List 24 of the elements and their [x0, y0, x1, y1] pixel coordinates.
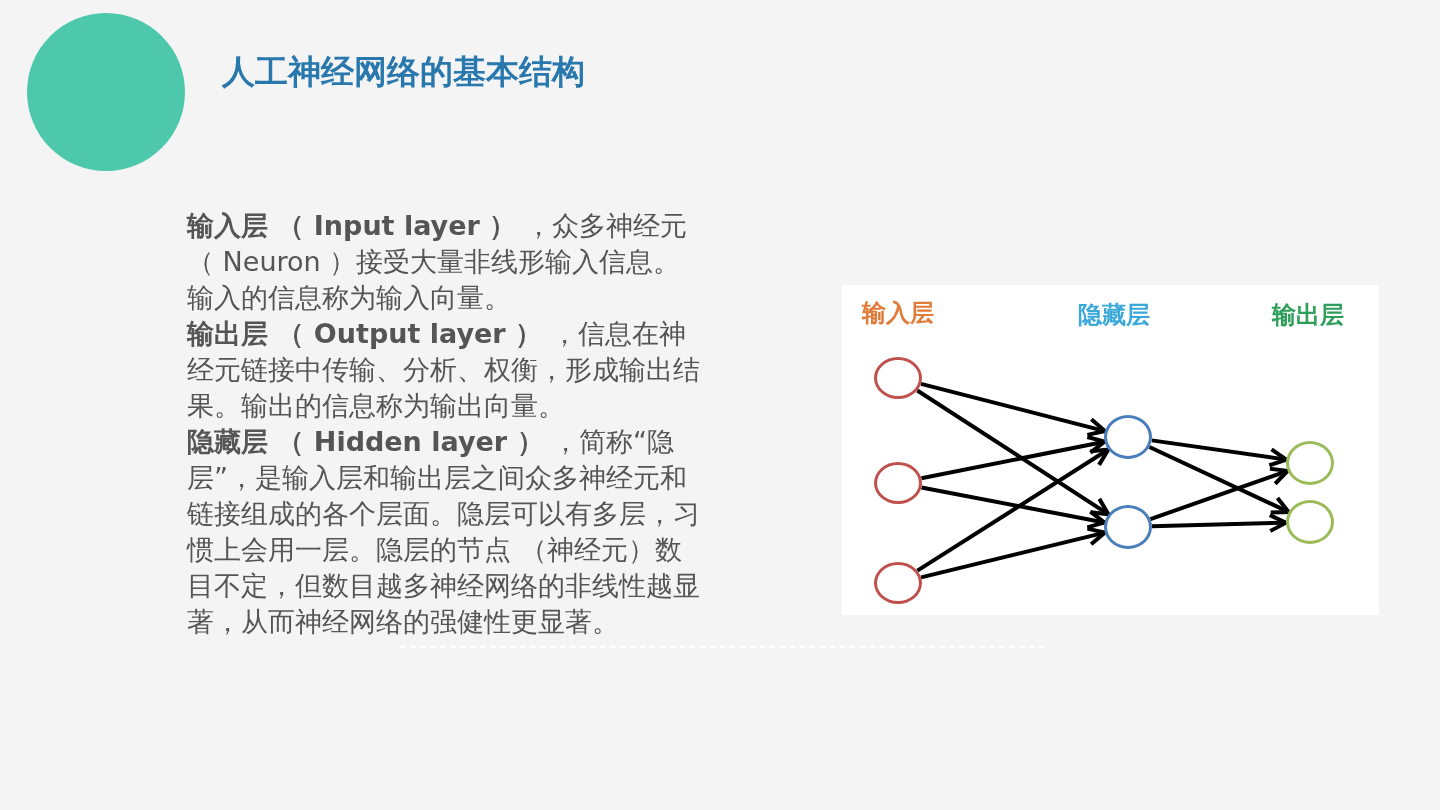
arrow [1151, 513, 1288, 534]
neuron-circle [1104, 415, 1152, 459]
layer-heading: 输出层 [1272, 300, 1344, 331]
arrow [921, 485, 1107, 530]
neuron-circle [874, 462, 922, 504]
text-paragraph: 隐藏层 （ Hidden layer ） ，简称“隐层”，是输入层和输出层之间众多神经元和链接组成的各个层面。隐层可以有多层，习惯上会用一层。隐层的节点 （神经元）数目不定，但数目越多神经网络的非线性越显著，从而神经网络的强健性更显著。 [187, 425, 701, 639]
arrow [1151, 438, 1289, 468]
slide-title: 人工神经网络的基本结构 [222, 51, 585, 93]
layer-heading: 输入层 [862, 298, 934, 329]
arrow [916, 388, 1111, 517]
neuron-circle [1286, 500, 1334, 544]
neuron-circle [1104, 505, 1152, 549]
text-paragraph: 输出层 （ Output layer ） ，信息在神经元链接中传输、分析、权衡，形成输出结果。输出的信息称为输出向量。 [187, 317, 701, 423]
arrow [920, 526, 1107, 580]
arrow [921, 435, 1107, 481]
neuron-circle [874, 562, 922, 604]
layer-heading: 隐藏层 [1078, 300, 1150, 331]
arrow [920, 381, 1107, 437]
neuron-circle [1286, 441, 1334, 485]
text-paragraph: 输入层 （ Input layer ） ，众多神经元（ Neuron ）接受大量非线形输入信息。输入的信息称为输入向量。 [187, 209, 688, 315]
arrow [1148, 445, 1291, 515]
arrow [916, 447, 1111, 573]
neuron-circle [874, 357, 922, 399]
arrow [1149, 466, 1290, 521]
